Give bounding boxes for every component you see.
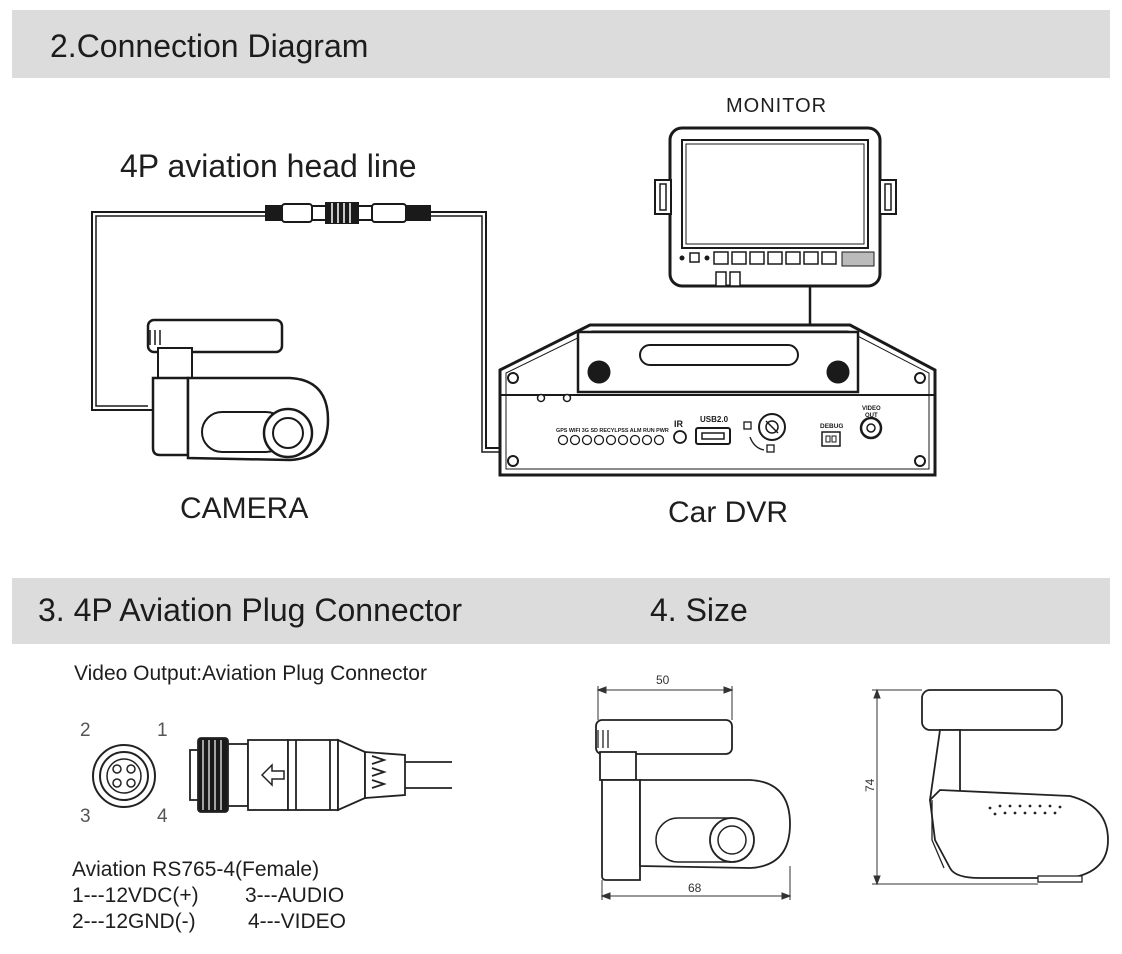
- section-header-connection: [12, 10, 1110, 78]
- dvr-label: Car DVR: [668, 496, 789, 529]
- pin-row-2a: 2---12GND(-): [72, 910, 196, 933]
- dimension-lines-front: [596, 686, 792, 900]
- video-out-label-1: VIDEO: [862, 406, 881, 412]
- size-camera-side-icon: [921, 689, 1109, 883]
- usb-label: USB2.0: [700, 415, 729, 424]
- size-labels-front: 50 68: [656, 673, 702, 895]
- section-title-size: 4. Size: [650, 592, 748, 628]
- size-height: 74: [863, 778, 877, 792]
- camera-wire-inner: [95, 215, 268, 407]
- monitor-label: MONITOR: [726, 95, 828, 117]
- dvr-wire-inner: [430, 215, 506, 453]
- pin-row-2b: 4---VIDEO: [248, 910, 347, 933]
- camera-wire: [91, 211, 268, 411]
- pin-2-label: 2: [80, 720, 91, 741]
- aviation-plug-face-icon: [92, 744, 156, 808]
- pin-row-1a: 1---12VDC(+): [72, 884, 199, 907]
- size-camera-front-icon: [595, 719, 791, 881]
- camera-label: CAMERA: [180, 492, 309, 525]
- dvr-panel-labels: GPS WIFI 3G SD RECYLPSS ALM RUN PWR IR U…: [556, 406, 881, 434]
- section-title-plug: 3. 4P Aviation Plug Connector: [38, 592, 462, 628]
- camera-icon: [146, 318, 330, 462]
- aviation-plug-side-icon: [189, 737, 452, 813]
- monitor-icon: [654, 126, 897, 288]
- pin-4-label: 4: [157, 806, 168, 827]
- size-width-bottom: 68: [688, 881, 702, 895]
- size-width-top: 50: [656, 673, 670, 687]
- plug-subtitle: Video Output:Aviation Plug Connector: [74, 662, 427, 685]
- plug-model: Aviation RS765-4(Female): [72, 858, 320, 881]
- pin-1-label: 1: [157, 720, 168, 741]
- pin-3-label: 3: [80, 806, 91, 827]
- dimension-lines-side: [872, 688, 1038, 886]
- ir-label: IR: [674, 419, 684, 429]
- led-labels: GPS WIFI 3G SD RECYLPSS ALM RUN PWR: [556, 428, 669, 434]
- pin-row-1b: 3---AUDIO: [245, 884, 345, 907]
- debug-label: DEBUG: [820, 423, 843, 430]
- plug-pin-numbers: 2 1 3 4: [80, 720, 168, 827]
- section-title-connection: 2.Connection Diagram: [50, 28, 369, 64]
- car-dvr-icon: [498, 323, 937, 477]
- aviation-cable-icon: [265, 202, 431, 224]
- cable-label: 4P aviation head line: [120, 148, 417, 184]
- video-out-label-2: OUT: [865, 413, 878, 419]
- section-header-plug-size: [12, 578, 1110, 644]
- dvr-wire: [430, 211, 506, 449]
